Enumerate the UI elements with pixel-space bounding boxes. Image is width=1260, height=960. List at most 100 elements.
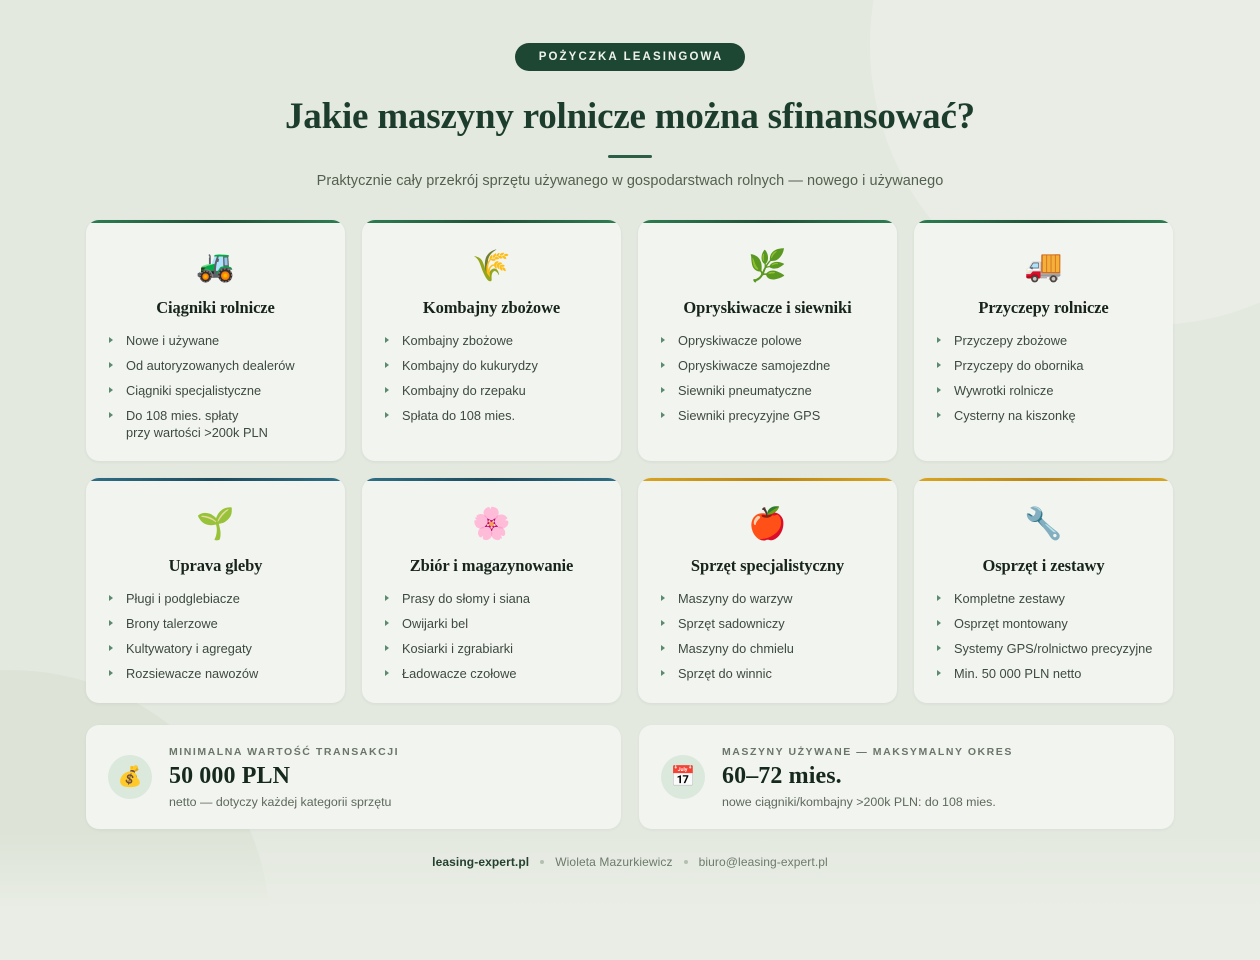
feature-item-label: Wywrotki rolnicze	[954, 382, 1054, 398]
chevron-right-icon	[109, 337, 113, 343]
footer-brand[interactable]: leasing-expert.pl	[432, 855, 530, 870]
feature-item-label: Systemy GPS/rolnictwo precyzyjne	[954, 641, 1153, 657]
feature-item: Kombajny do rzepaku	[382, 383, 601, 400]
cherry-blossom-emoji: 🌸	[472, 505, 511, 541]
stat-box: 💰 MINIMALNA WARTOŚĆ TRANSAKCJI 50 000 PLN n…	[86, 725, 621, 830]
feature-item-label: Kosiarki i zgrabiarki	[402, 641, 513, 657]
feature-item-label: Rozsiewacze nawozów	[126, 666, 259, 682]
chevron-right-icon	[385, 670, 389, 677]
feature-item-label: Prasy do słomy i siana	[402, 591, 531, 607]
page-title: Jakie maszyny rolnicze można sfinansować…	[285, 96, 975, 137]
chevron-right-icon	[937, 411, 941, 418]
feature-item-label: Min. 50 000 PLN netto	[954, 666, 1082, 682]
feature-item-label: Ładowacze czołowe	[402, 666, 517, 682]
feature-item-label: Do 108 mies. spłaty	[126, 407, 239, 423]
chevron-right-icon	[385, 620, 389, 627]
card-accent-bar	[638, 220, 897, 223]
card-title: Zbiór i magazynowanie	[409, 556, 574, 576]
chevron-right-icon	[385, 595, 389, 602]
stat-label: MINIMALNA WARTOŚĆ TRANSAKCJI	[169, 745, 400, 758]
stat-body: MINIMALNA WARTOŚĆ TRANSAKCJI 50 000 PLN ne…	[169, 746, 597, 809]
feature-item-label: Przyczepy zbożowe	[954, 333, 1068, 348]
stat-note: netto — dotyczy każdej kategorii sprzętu	[169, 794, 392, 809]
feature-item: Kombajny do kukurydzy	[382, 358, 601, 375]
feature-item-label: Osprzęt montowany	[954, 616, 1068, 632]
feature-item-label: Kombajny zbożowe	[402, 333, 513, 348]
feature-item: Prasy do słomy i siana	[382, 591, 601, 608]
chevron-right-icon	[661, 595, 665, 602]
feature-item-subline: przy wartości >200k PLN	[126, 424, 268, 440]
feature-item-label: Siewniki pneumatyczne	[678, 382, 812, 398]
feature-item: Opryskiwacze samojezdne	[658, 358, 877, 375]
feature-item: Sprzęt sadowniczy	[658, 616, 877, 633]
feature-item: Przyczepy do obornika	[934, 358, 1153, 375]
chevron-right-icon	[385, 361, 389, 368]
feature-item: Min. 50 000 PLN netto	[934, 666, 1153, 683]
feature-item-label: Sprzęt do winnic	[678, 666, 772, 682]
card-title: Uprava gleby	[168, 556, 263, 576]
feature-item: Wywrotki rolnicze	[934, 383, 1153, 400]
feature-item-label: Sprzęt sadowniczy	[678, 616, 785, 632]
feature-item: Sprzęt do winnic	[658, 666, 877, 683]
feature-item-label: Kombajny do kukurydzy	[402, 357, 538, 373]
feature-item-label: Cysterny na kiszonkę	[954, 407, 1076, 423]
footer-person: Wioleta Mazurkiewicz	[555, 855, 673, 870]
feature-item: Rozsiewacze nawozów	[106, 666, 325, 683]
footer-separator-dot	[683, 860, 688, 865]
feature-item: Siewniki precyzyjne GPS	[658, 408, 877, 425]
truck-emoji: 🚚	[1024, 247, 1063, 283]
feature-item-label: Siewniki precyzyjne GPS	[678, 407, 821, 423]
feature-item: Osprzęt montowany	[934, 616, 1153, 633]
feature-item: Przyczepy zbożowe	[934, 333, 1153, 350]
money-bag-emoji: 💰	[108, 755, 152, 800]
feature-item-label: Opryskiwacze samojezdne	[678, 357, 831, 373]
feature-item: Spłata do 108 mies.	[382, 408, 601, 425]
feature-item: Od autoryzowanych dealerów	[106, 358, 325, 375]
feature-item-label: Od autoryzowanych dealerów	[126, 357, 295, 373]
feature-item: Kosiarki i zgrabiarki	[382, 641, 601, 658]
sheaf-of-rice-emoji: 🌾	[472, 247, 511, 283]
feature-item-label: Maszyny do warzyw	[678, 591, 793, 607]
feature-item-label: Przyczepy do obornika	[954, 357, 1084, 373]
feature-item: Opryskiwacze polowe	[658, 333, 877, 350]
card-accent-bar	[638, 478, 897, 482]
stat-value: 50 000 PLN	[169, 762, 290, 789]
feature-item: Kultywatory i agregaty	[106, 641, 325, 658]
feature-item-label: Nowe i używane	[126, 333, 220, 348]
feature-item: Brony talerzowe	[106, 616, 325, 633]
feature-item: Maszyny do warzyw	[658, 591, 877, 608]
feature-item: Systemy GPS/rolnictwo precyzyjne	[934, 641, 1153, 658]
chevron-right-icon	[937, 620, 941, 627]
feature-item: Ładowacze czołowe	[382, 666, 601, 683]
stat-box-row: 💰 MINIMALNA WARTOŚĆ TRANSAKCJI 50 000 PLN n…	[86, 725, 1174, 830]
chevron-right-icon	[937, 361, 941, 368]
footer-email[interactable]: biuro@leasing-expert.pl	[698, 855, 828, 870]
chevron-right-icon	[937, 337, 941, 343]
card-title: Opryskiwacze i siewniki	[683, 298, 852, 317]
chevron-right-icon	[109, 645, 113, 652]
feature-item: Ciągniki specjalistyczne	[106, 383, 325, 400]
card-title: Sprzęt specjalistyczny	[690, 556, 845, 576]
feature-item: Nowe i używane	[106, 333, 325, 350]
feature-item: Siewniki pneumatyczne	[658, 383, 877, 400]
stat-label: MASZYNY UŻYWANE — MAKSYMALNY OKRES	[722, 745, 1013, 758]
card-feature-list: Nowe i używane Od autoryzowanych dealerów…	[106, 333, 325, 441]
header: POŻYCZKA LEASINGOWA Jakie maszyny rolnic…	[0, 0, 1260, 189]
